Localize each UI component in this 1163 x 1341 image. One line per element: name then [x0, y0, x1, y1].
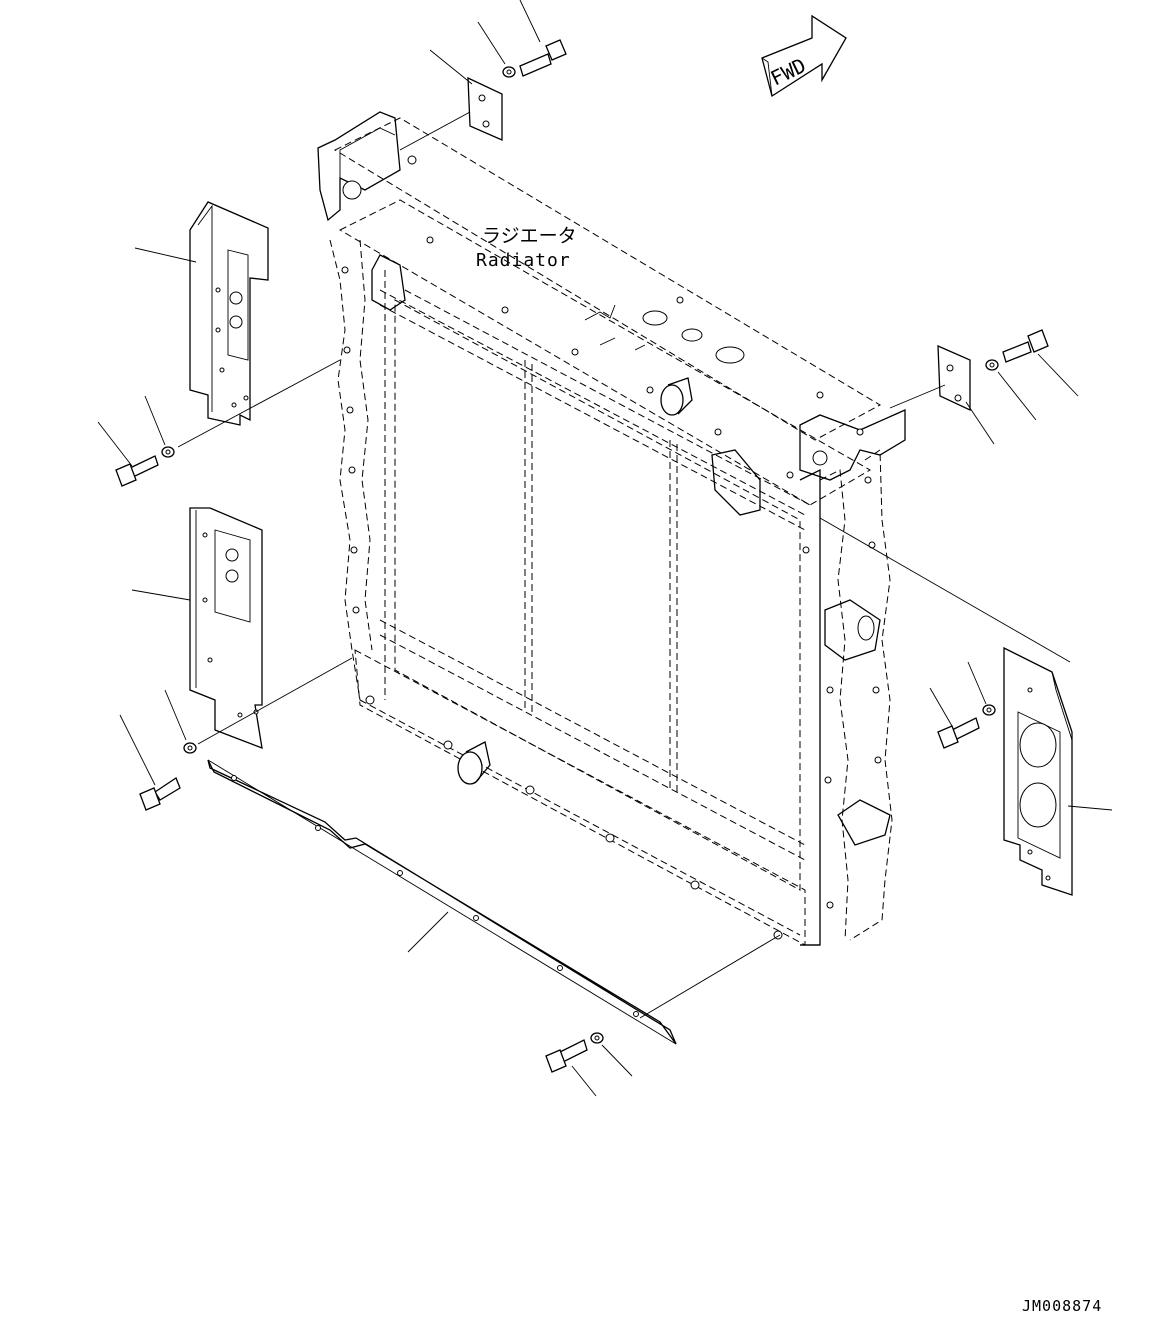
bottom-bolt	[545, 1039, 588, 1073]
leader-left-upper-washer	[144, 395, 166, 446]
upper-bracket	[467, 76, 503, 141]
right-bracket	[937, 344, 971, 412]
leader-right-lower-washer	[967, 661, 987, 705]
fwd-direction-indicator: FWD	[761, 14, 847, 98]
right-cover-group	[819, 517, 1073, 896]
right-lower-bolt	[937, 717, 980, 749]
lower-tank-bolt-holes	[365, 695, 783, 940]
right-upper-bolt	[1002, 329, 1049, 363]
leader-left-lower-bolt	[119, 714, 156, 786]
left-lower-bolt	[139, 777, 181, 811]
leader-bottom-washer	[601, 1044, 633, 1077]
left-frame-bolt-holes	[341, 266, 360, 614]
leader-bottom-strip	[407, 911, 449, 953]
left-upper-bolt	[115, 455, 159, 487]
leader-right-upper-bolt	[1037, 353, 1079, 397]
leader-upper-bracket	[429, 49, 473, 85]
radiator-label-ja: ラジエータ	[482, 225, 577, 247]
left-lower-cover-group	[139, 507, 353, 811]
top-tank-bolt-holes	[426, 236, 824, 479]
left-upper-cover-holes	[215, 287, 249, 408]
leader-left-lower-washer	[164, 689, 187, 741]
leader-right-upper-washer	[997, 371, 1037, 421]
bottom-strip-group	[207, 759, 781, 1073]
leader-right-cover	[1067, 805, 1113, 811]
leader-left-lower-cover	[131, 589, 191, 601]
upper-bolt	[519, 39, 567, 77]
radiator-assembly: ラジエータ Radiator	[317, 111, 906, 946]
right-frame-bolt-holes	[802, 476, 882, 909]
right-bracket-group	[889, 329, 1049, 412]
left-upper-cover	[189, 201, 269, 426]
leader-right-lower-bolt	[929, 687, 953, 727]
leader-left-upper-bolt	[97, 421, 133, 467]
leader-left-upper-cover	[134, 247, 197, 263]
left-upper-cover-group	[115, 201, 341, 487]
leader-upper-washer	[477, 21, 506, 65]
callout-leaders	[97, 0, 1113, 1097]
right-cover	[1003, 646, 1073, 896]
right-cover-holes	[1027, 687, 1051, 881]
upper-bracket-group	[399, 39, 567, 151]
leader-bottom-bolt	[571, 1065, 597, 1097]
left-lower-cover	[189, 507, 263, 750]
leader-upper-bolt	[519, 0, 541, 43]
radiator-label-en: Radiator	[476, 250, 571, 271]
leader-right-bracket	[965, 401, 995, 445]
bottom-strip-holes	[231, 775, 639, 1017]
left-lower-cover-holes	[202, 532, 259, 718]
drawing-number: JM008874	[1022, 1297, 1102, 1315]
